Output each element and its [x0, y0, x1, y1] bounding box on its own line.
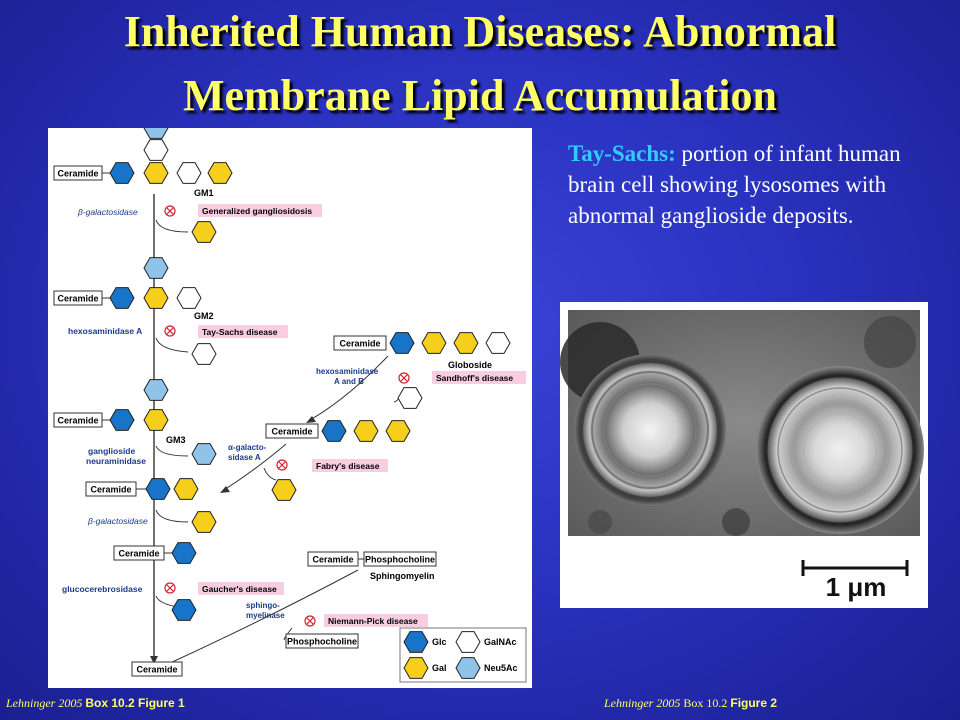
ceramide-label: Ceramide: [57, 416, 98, 426]
credit-right-fig: Figure 2: [730, 696, 778, 710]
enzyme-hexosaminidase-a: hexosaminidase A: [68, 326, 142, 336]
legend-gal: Gal: [432, 663, 447, 673]
glc-sugar-icon: [109, 162, 135, 184]
ceramide-label: Ceramide: [312, 555, 353, 565]
enzyme-beta-galactosidase-2: β-galactosidase: [87, 516, 148, 526]
disease-tay-sachs: Tay-Sachs disease: [202, 327, 278, 337]
neu5ac-sugar-icon: [143, 257, 169, 279]
disease-niemann-pick: Niemann-Pick disease: [328, 616, 418, 626]
scale-bar-label: 1 μm: [826, 572, 887, 602]
credit-right-box: Box 10.2: [683, 696, 728, 710]
disease-generalized-gangliosidosis: Generalized gangliosidosis: [202, 206, 312, 216]
micrograph-frame: 1 μm: [560, 302, 928, 608]
slide-title-line-2: Membrane Lipid Accumulation: [182, 71, 778, 120]
disease-gauchers: Gaucher's disease: [202, 584, 277, 594]
gal-sugar-icon: [207, 162, 233, 184]
svg-text:neuraminidase: neuraminidase: [86, 456, 146, 466]
ceramide-label: Ceramide: [136, 665, 177, 675]
sphingolipid-degradation-diagram: Ceramide GM1 β-galactosidase Generalized…: [48, 117, 532, 688]
ceramide-label: Ceramide: [339, 339, 380, 349]
svg-text:A and B: A and B: [334, 377, 364, 386]
gm1-label: GM1: [194, 188, 214, 198]
phosphocholine-product-label: Phosphocholine: [287, 637, 357, 647]
credit-left-author: Lehninger 2005: [6, 696, 83, 710]
gal-sugar-icon: [191, 221, 217, 243]
credit-right: Lehninger 2005 Box 10.2 Figure 2: [604, 696, 777, 711]
enzyme-ganglioside-neuraminidase: ganglioside: [88, 446, 136, 456]
credit-right-author: Lehninger 2005: [604, 696, 681, 710]
gal-sugar-icon: [143, 162, 169, 184]
galnac-sugar-icon: [143, 139, 169, 161]
sphingomyelin-label: Sphingomyelin: [370, 571, 435, 581]
ceramide-label: Ceramide: [90, 485, 131, 495]
phosphocholine-label: Phosphocholine: [365, 555, 435, 565]
gm3-label: GM3: [166, 435, 186, 445]
lysosome-left: [574, 354, 726, 506]
caption-body: portion of infant human brain cell showi…: [568, 141, 901, 228]
globoside-label: Globoside: [448, 360, 492, 370]
lysosome-right: [756, 366, 924, 534]
legend-neu5ac: Neu5Ac: [484, 663, 518, 673]
credit-left-ref: Box 10.2 Figure 1: [85, 696, 185, 710]
tay-sachs-caption: Tay-Sachs: portion of infant human brain…: [568, 138, 948, 231]
ceramide-label: Ceramide: [118, 549, 159, 559]
ceramide-label: Ceramide: [57, 294, 98, 304]
disease-sandhoffs: Sandhoff's disease: [436, 373, 513, 383]
ceramide-label: Ceramide: [271, 427, 312, 437]
sugar-legend: Glc GalNAc Gal Neu5Ac: [399, 627, 527, 683]
electron-micrograph: 1 μm: [560, 310, 924, 602]
enzyme-alpha-galactosidase-a: α-galacto-: [228, 443, 267, 452]
caption-lead: Tay-Sachs:: [568, 141, 676, 166]
legend-glc: Glc: [432, 637, 447, 647]
enzyme-glucocerebrosidase: glucocerebrosidase: [62, 584, 143, 594]
ceramide-label: Ceramide: [57, 169, 98, 179]
legend-galnac: GalNAc: [484, 637, 517, 647]
svg-text:myelinase: myelinase: [246, 611, 285, 620]
enzyme-beta-galactosidase-1: β-galactosidase: [77, 207, 138, 217]
svg-text:sidase A: sidase A: [228, 453, 261, 462]
disease-fabrys: Fabry's disease: [316, 461, 380, 471]
galnac-sugar-icon: [176, 162, 202, 184]
gm2-label: GM2: [194, 311, 214, 321]
credit-left: Lehninger 2005 Box 10.2 Figure 1: [6, 696, 185, 711]
enzyme-hexosaminidase-ab: hexosaminidase: [316, 367, 379, 376]
slide-title-line-1: Inherited Human Diseases: Abnormal: [123, 7, 837, 56]
enzyme-sphingomyelinase: sphingo-: [246, 601, 280, 610]
